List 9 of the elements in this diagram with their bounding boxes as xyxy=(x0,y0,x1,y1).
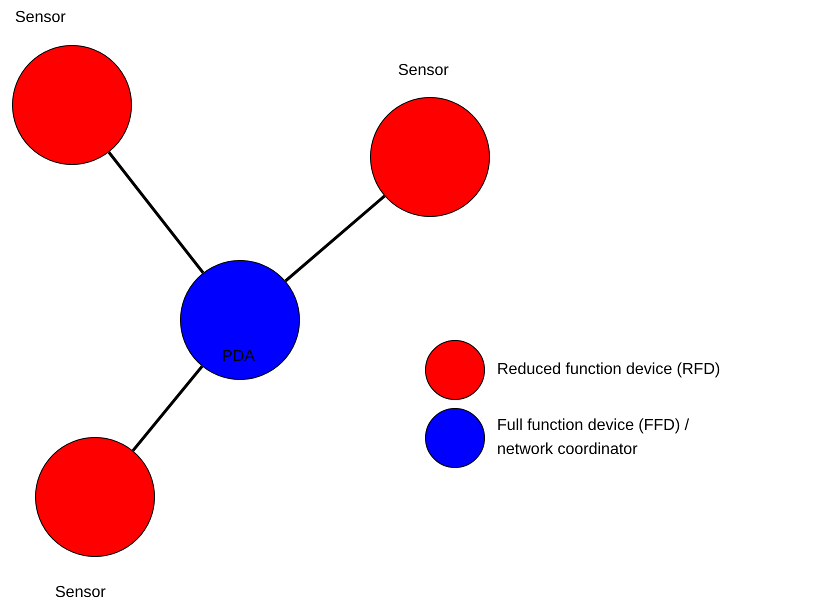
connection-line xyxy=(132,365,204,452)
device-label: Sensor xyxy=(15,9,66,27)
legend-text: Full function device (FFD) / network coordinator xyxy=(497,416,690,460)
device-label: Sensor xyxy=(55,584,106,602)
device-label: Sensor xyxy=(398,62,449,80)
legend-text: Reduced function device (RFD) xyxy=(497,360,722,380)
connection-line xyxy=(108,151,204,274)
device-label: PDA xyxy=(222,348,255,366)
connection-line xyxy=(284,194,386,282)
